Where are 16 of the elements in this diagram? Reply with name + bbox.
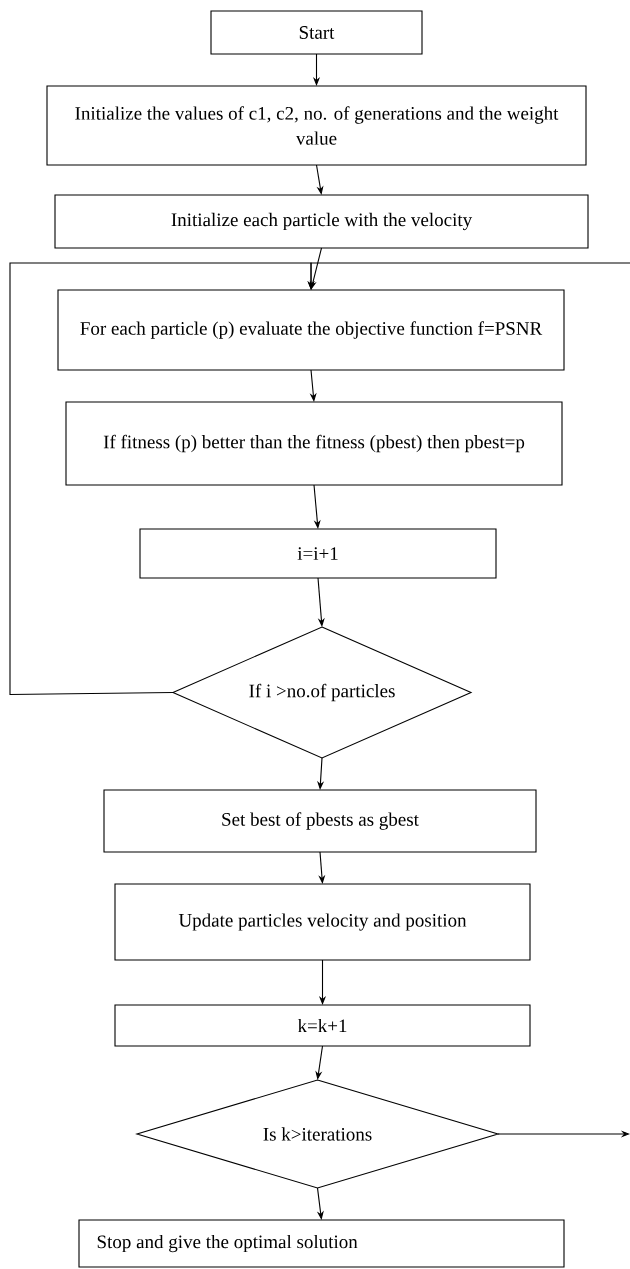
process-box: Initialize the values of c1, c2, no. of generations and the weight value: [46, 85, 587, 166]
process-box: i=i+1: [139, 528, 497, 579]
process-box: Set best of pbests as gbest: [103, 789, 537, 853]
arrow: [315, 164, 324, 195]
process-box: Stop and give the optimal solution: [78, 1219, 565, 1268]
arrow: [317, 757, 325, 790]
process-box: k=k+1: [114, 1004, 531, 1047]
process-box: Start: [210, 10, 423, 55]
process-box: For each particle (p) evaluate the objective function f=PSNR: [57, 289, 565, 371]
process-box: Update particles velocity and position: [114, 883, 531, 961]
process-box: If fitness (p) better than the fitness (pbest) then pbest=p: [65, 401, 563, 486]
arrow: [315, 1045, 324, 1080]
arrow: [313, 484, 321, 529]
arrow: [316, 1187, 324, 1220]
process-box: Initialize each particle with the velocity: [54, 194, 589, 249]
arrow: [317, 577, 325, 627]
